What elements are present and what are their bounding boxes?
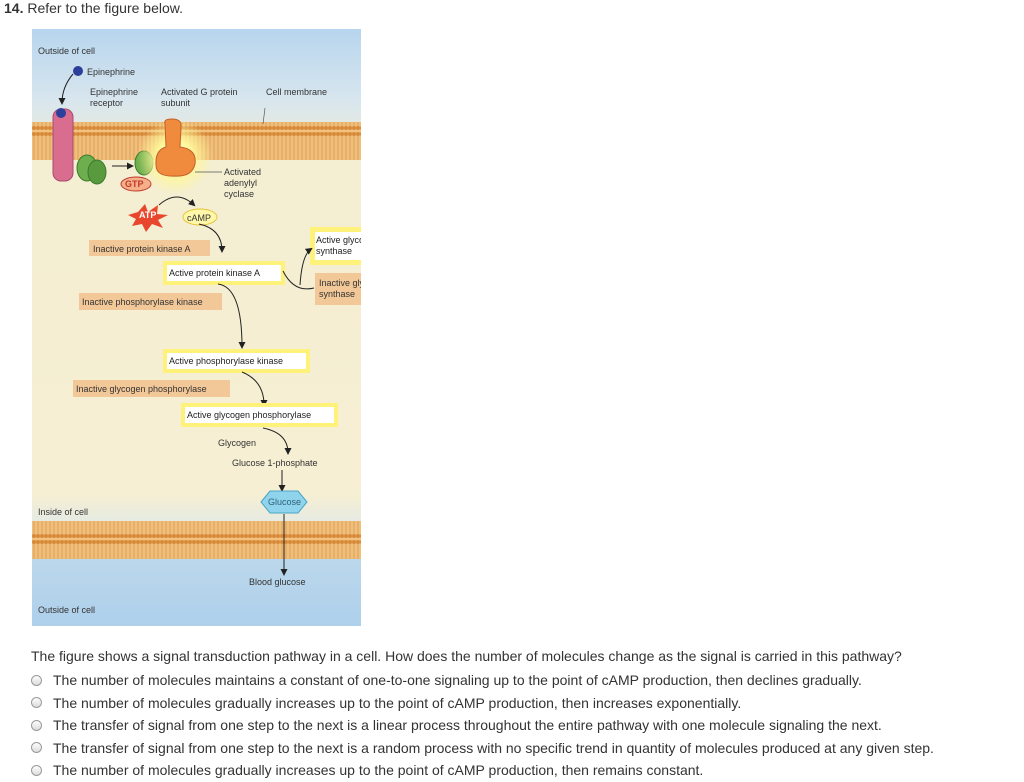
label-gprotein-1: Activated G protein [161, 87, 238, 97]
radio-button[interactable] [31, 674, 42, 686]
svg-text:synthase: synthase [319, 289, 355, 299]
option-5[interactable]: The number of molecules gradually increa… [31, 759, 934, 782]
svg-text:Inactive glycogen phosphorylas: Inactive glycogen phosphorylase [76, 384, 207, 394]
epinephrine-molecule [73, 66, 83, 76]
option-2[interactable]: The number of molecules gradually increa… [31, 692, 934, 715]
svg-text:ATP: ATP [139, 210, 156, 220]
inactive-phk-box [79, 293, 222, 310]
option-label: The transfer of signal from one step to … [53, 739, 934, 756]
adenylyl-cyclase [155, 118, 196, 177]
option-label: The number of molecules gradually increa… [53, 762, 704, 779]
svg-text:Glucose: Glucose [268, 497, 301, 507]
option-label: The transfer of signal from one step to … [53, 717, 882, 734]
label-inside: Inside of cell [38, 507, 88, 517]
camp-blob [182, 208, 218, 226]
question-number: 14. [4, 0, 24, 16]
active-gp-box [181, 403, 338, 427]
svg-text:Inactive protein kinase A: Inactive protein kinase A [93, 244, 191, 254]
option-label: The number of molecules maintains a cons… [53, 672, 862, 689]
svg-text:Glucose 1-phosphate: Glucose 1-phosphate [232, 458, 318, 468]
label-epinephrine: Epinephrine [87, 67, 135, 77]
svg-text:Active glycogen phosphorylase: Active glycogen phosphorylase [187, 410, 311, 420]
radio-button[interactable] [31, 719, 42, 731]
label-blood-glucose: Blood glucose [249, 577, 306, 587]
svg-text:Active glycogen: Active glycogen [316, 235, 361, 245]
cell-membrane-bottom [32, 521, 361, 559]
svg-text:Glycogen: Glycogen [218, 438, 256, 448]
answer-options: The number of molecules maintains a cons… [31, 669, 934, 782]
label-receptor-2: receptor [90, 98, 123, 108]
question-instruction: Refer to the figure below. [27, 0, 184, 16]
inactive-gp-box [73, 380, 230, 397]
option-3[interactable]: The transfer of signal from one step to … [31, 714, 934, 737]
atp-star [128, 204, 168, 232]
svg-text:Activated: Activated [224, 167, 261, 177]
svg-text:adenylyl: adenylyl [224, 178, 257, 188]
epinephrine-receptor [52, 108, 74, 182]
option-label: The number of molecules gradually increa… [53, 694, 742, 711]
inactive-pka-box [89, 240, 210, 256]
active-phk-box [163, 349, 310, 373]
label-gprotein-2: subunit [161, 98, 191, 108]
label-outside-bottom: Outside of cell [38, 605, 95, 615]
svg-text:Active protein kinase A: Active protein kinase A [169, 268, 260, 278]
active-pka-box [163, 261, 285, 285]
svg-text:GTP: GTP [125, 179, 144, 189]
inactive-glycogen-synthase-box [315, 273, 361, 305]
option-4[interactable]: The transfer of signal from one step to … [31, 737, 934, 760]
radio-button[interactable] [31, 697, 42, 709]
label-outside-top: Outside of cell [38, 46, 95, 56]
radio-button[interactable] [31, 764, 42, 776]
svg-text:cAMP: cAMP [187, 213, 211, 223]
label-membrane: Cell membrane [266, 87, 327, 97]
glucose-hexagon [260, 490, 308, 514]
active-glycogen-synthase-box [311, 228, 361, 264]
question-header: 14. Refer to the figure below. [4, 0, 183, 16]
label-receptor-1: Epinephrine [90, 87, 138, 97]
radio-button[interactable] [31, 742, 42, 754]
option-1[interactable]: The number of molecules maintains a cons… [31, 669, 934, 692]
svg-text:synthase: synthase [316, 246, 352, 256]
svg-text:Active phosphorylase kinase: Active phosphorylase kinase [169, 356, 283, 366]
svg-text:Inactive glycogen: Inactive glycogen [319, 278, 361, 288]
svg-text:Inactive phosphorylase kinase: Inactive phosphorylase kinase [82, 297, 203, 307]
signal-pathway-figure: Outside of cell Epinephrine Epinephrine … [32, 29, 361, 626]
svg-text:cyclase: cyclase [224, 189, 254, 199]
question-prompt: The figure shows a signal transduction p… [31, 648, 902, 664]
